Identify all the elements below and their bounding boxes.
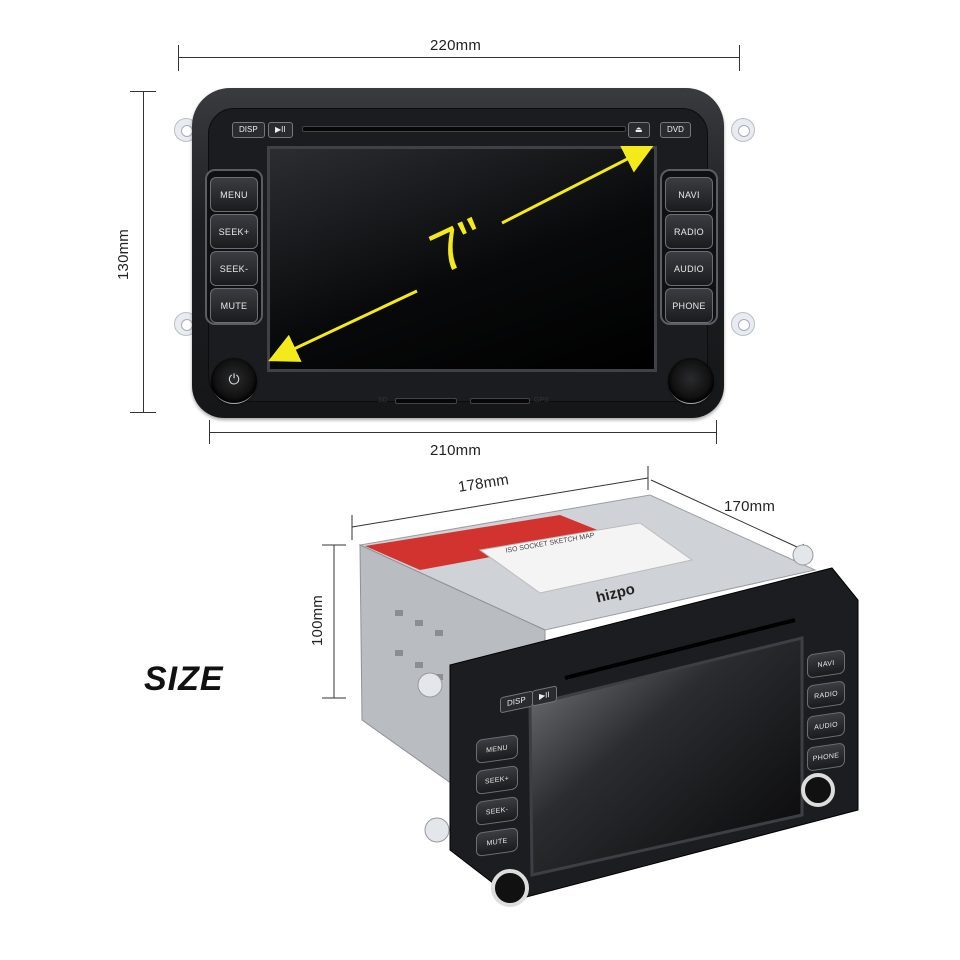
gps-slot bbox=[470, 398, 530, 404]
dim-label-depth-length: 170mm bbox=[724, 498, 776, 515]
head-unit-3d bbox=[358, 494, 859, 907]
dim-label-width-bottom: 210mm bbox=[430, 442, 482, 459]
sd-slot bbox=[395, 398, 457, 404]
side-phone-button[interactable]: PHONE bbox=[807, 742, 845, 772]
dim-tick bbox=[130, 91, 156, 92]
dim-label-width-top: 220mm bbox=[430, 37, 482, 54]
eject-button[interactable]: ⏏ bbox=[628, 122, 650, 138]
side-audio-button[interactable]: AUDIO bbox=[807, 711, 845, 741]
dim-line-left bbox=[143, 91, 144, 413]
side-seek-plus-button[interactable]: SEEK+ bbox=[476, 765, 518, 795]
side-mute-button[interactable]: MUTE bbox=[476, 827, 518, 857]
dim-tick bbox=[716, 420, 717, 444]
side-right-buttons: NAVI RADIO AUDIO PHONE bbox=[807, 647, 845, 773]
tuning-knob[interactable] bbox=[668, 358, 714, 404]
side-menu-button[interactable]: MENU bbox=[476, 734, 518, 764]
mount-bracket bbox=[731, 312, 755, 336]
right-button-column: NAVI RADIO AUDIO PHONE bbox=[660, 169, 718, 325]
dim-line-top bbox=[178, 57, 740, 58]
seek-minus-button[interactable]: SEEK- bbox=[210, 251, 258, 286]
display-screen[interactable] bbox=[267, 146, 657, 372]
phone-button[interactable]: PHONE bbox=[665, 288, 713, 323]
dim-line-bottom bbox=[209, 432, 717, 433]
dvd-button[interactable]: DVD bbox=[660, 122, 691, 138]
gps-label: GPS bbox=[534, 397, 549, 404]
dim-tick bbox=[739, 45, 740, 71]
disp-button[interactable]: DISP bbox=[232, 122, 265, 138]
audio-button[interactable]: AUDIO bbox=[665, 251, 713, 286]
dim-tick bbox=[130, 412, 156, 413]
side-radio-button[interactable]: RADIO bbox=[807, 680, 845, 710]
power-icon: ⏻ bbox=[228, 371, 240, 387]
side-left-buttons: MENU SEEK+ SEEK- MUTE bbox=[476, 732, 518, 859]
side-navi-button[interactable]: NAVI bbox=[807, 649, 845, 679]
left-button-column: MENU SEEK+ SEEK- MUTE bbox=[205, 169, 263, 325]
sd-label: SD bbox=[378, 397, 388, 404]
seek-plus-button[interactable]: SEEK+ bbox=[210, 214, 258, 249]
mount-bracket bbox=[731, 118, 755, 142]
dim-tick bbox=[178, 45, 179, 71]
radio-button[interactable]: RADIO bbox=[665, 214, 713, 249]
disc-slot bbox=[302, 126, 626, 132]
diagonal-arrow bbox=[268, 146, 654, 362]
power-volume-knob[interactable]: ⏻ bbox=[211, 358, 257, 404]
navi-button[interactable]: NAVI bbox=[665, 177, 713, 212]
side-seek-minus-button[interactable]: SEEK- bbox=[476, 796, 518, 826]
menu-button[interactable]: MENU bbox=[210, 177, 258, 212]
dim-label-depth-height: 100mm bbox=[309, 594, 327, 647]
mute-button[interactable]: MUTE bbox=[210, 288, 258, 323]
play-pause-button[interactable]: ▶II bbox=[268, 122, 293, 138]
dim-tick bbox=[209, 420, 210, 444]
size-caption: SIZE bbox=[144, 660, 224, 698]
